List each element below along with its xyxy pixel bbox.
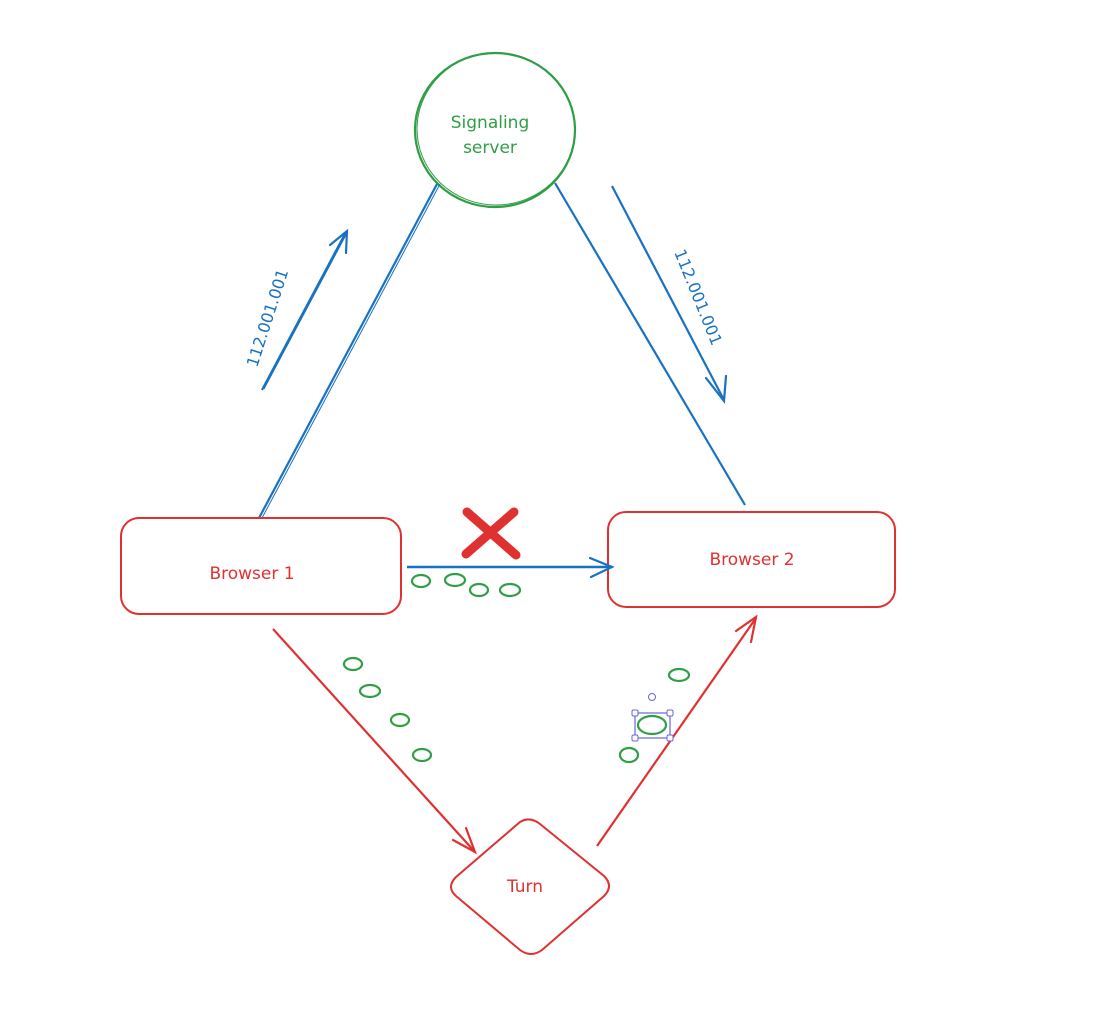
resize-handle	[666, 709, 674, 717]
resize-handle	[631, 734, 639, 742]
signaling-server-node[interactable]: Signaling server	[413, 51, 577, 209]
resize-handle	[631, 709, 639, 717]
packet	[358, 683, 382, 699]
packets-direct	[410, 572, 522, 598]
packet	[389, 712, 411, 728]
ip-label-right: 112.001.001	[670, 246, 726, 348]
packet	[667, 667, 691, 683]
packet	[468, 582, 490, 598]
blocked-x-icon	[461, 507, 521, 560]
browser1-label: Browser 1	[209, 564, 294, 584]
edge-browser1-signaling[interactable]	[258, 183, 441, 519]
edge-turn-browser2[interactable]	[596, 614, 758, 847]
turn-node[interactable]: Turn	[450, 818, 610, 955]
resize-handle	[666, 734, 674, 742]
packet	[498, 582, 522, 598]
packets-from-turn	[618, 667, 691, 764]
turn-label: Turn	[506, 877, 543, 897]
arrow-down-signaling-to-browser2: 112.001.001	[611, 185, 728, 404]
packet	[411, 747, 433, 763]
selection-box[interactable]	[631, 693, 674, 742]
edge-browser1-browser2-direct[interactable]	[407, 556, 615, 579]
signaling-server-label-2: server	[463, 138, 517, 158]
rotate-handle	[648, 693, 656, 701]
browser1-node[interactable]: Browser 1	[120, 517, 402, 615]
packets-to-turn	[342, 656, 433, 763]
edge-browser1-turn[interactable]	[272, 628, 478, 855]
packet	[342, 656, 364, 672]
packet	[618, 746, 640, 764]
edge-signaling-browser2[interactable]	[554, 182, 746, 506]
ip-label-left: 112.001.001	[243, 267, 293, 370]
packet	[443, 572, 467, 588]
packet-selected	[636, 714, 668, 736]
signaling-server-label-1: Signaling	[451, 113, 530, 133]
packet	[410, 573, 432, 589]
browser2-node[interactable]: Browser 2	[607, 511, 896, 608]
arrow-up-browser1-to-signaling: 112.001.001	[243, 228, 349, 391]
browser2-label: Browser 2	[709, 550, 794, 570]
